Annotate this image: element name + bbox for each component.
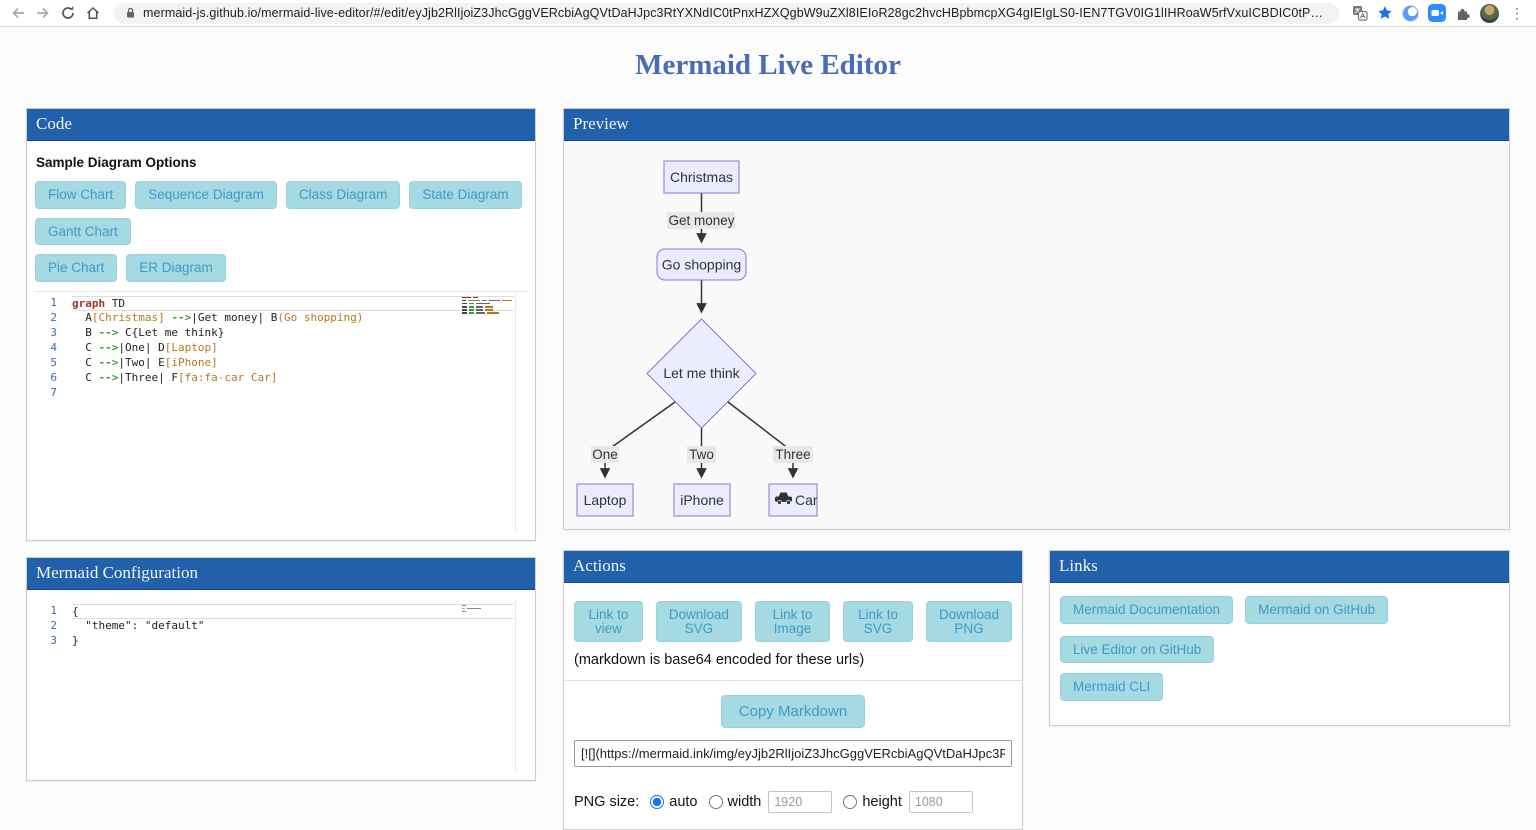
divider xyxy=(564,680,1022,681)
base64-note: (markdown is base64 encoded for these ur… xyxy=(574,652,865,668)
node-go-shopping: Go shopping xyxy=(656,248,747,281)
svg-text:Two: Two xyxy=(689,447,714,462)
svg-text:Car: Car xyxy=(795,492,818,508)
node-let-me-think: Let me think xyxy=(646,318,757,429)
config-line: 2 "theme": "default" xyxy=(50,618,205,632)
mermaid-cli-button[interactable]: Mermaid CLI xyxy=(1060,673,1164,701)
preview-panel: Preview xyxy=(563,108,1510,530)
png-size-label: PNG size: xyxy=(574,794,640,810)
node-christmas: Christmas xyxy=(663,160,740,194)
download-png-button[interactable]: Download PNG xyxy=(925,601,1012,642)
car-icon xyxy=(775,492,792,505)
flow-chart-button[interactable]: Flow Chart xyxy=(35,181,127,209)
png-size-width-label: width xyxy=(727,794,762,810)
config-editor[interactable]: 1{ 2 "theme": "default" 3} xyxy=(35,599,527,772)
pie-chart-button[interactable]: Pie Chart xyxy=(35,254,118,282)
svg-text:Christmas: Christmas xyxy=(670,169,733,185)
markdown-url-input[interactable] xyxy=(574,740,1012,767)
gantt-chart-button[interactable]: Gantt Chart xyxy=(35,217,131,245)
code-line: 3 B --> C{Let me think} xyxy=(50,325,225,339)
svg-text:iPhone: iPhone xyxy=(680,492,724,508)
link-to-svg-button[interactable]: Link to SVG xyxy=(843,601,913,642)
edge-label-two: Two xyxy=(687,446,716,463)
edge-label-one: One xyxy=(591,446,619,463)
node-iphone: iPhone xyxy=(673,483,731,517)
code-panel-header: Code xyxy=(27,109,535,141)
png-size-height-label: height xyxy=(862,794,902,810)
edge-label-get-money: Get money xyxy=(667,212,735,229)
links-panel-header: Links xyxy=(1050,551,1509,583)
png-size-auto-label: auto xyxy=(669,794,698,810)
code-line: 4 C -->|One| D[Laptop] xyxy=(50,340,218,354)
png-width-input[interactable] xyxy=(768,791,833,813)
code-line: 5 C -->|Two| E[iPhone] xyxy=(50,355,218,369)
translate-icon[interactable] xyxy=(1352,5,1368,21)
mermaid-flowchart: Get money One Two Three xyxy=(576,160,818,517)
preview-panel-header: Preview xyxy=(564,109,1509,141)
svg-text:One: One xyxy=(592,447,618,462)
puzzle-icon[interactable] xyxy=(1455,5,1471,21)
mermaid-configuration-panel: Mermaid Configuration 1{ 2 "theme": "def… xyxy=(26,556,536,781)
code-panel: Code Sample Diagram Options Flow Chart S… xyxy=(26,108,536,541)
back-icon[interactable] xyxy=(10,5,26,21)
browser-menu-icon[interactable]: ⋮ xyxy=(1510,5,1524,21)
edge-label-three: Three xyxy=(773,446,813,463)
forward-icon[interactable] xyxy=(35,5,51,21)
preview-canvas: Get money One Two Three xyxy=(564,141,1509,529)
actions-panel-header: Actions xyxy=(564,551,1022,583)
home-icon[interactable] xyxy=(85,5,101,21)
svg-text:Get money: Get money xyxy=(668,213,734,228)
copy-markdown-button[interactable]: Copy Markdown xyxy=(720,695,866,728)
sample-diagram-options-label: Sample Diagram Options xyxy=(36,155,197,170)
svg-text:Laptop: Laptop xyxy=(584,492,627,508)
code-line: 6 C -->|Three| F[fa:fa-car Car] xyxy=(50,370,278,384)
download-svg-button[interactable]: Download SVG xyxy=(655,601,742,642)
actions-panel: Actions Link to view Download SVG Link t… xyxy=(563,550,1023,830)
config-panel-header: Mermaid Configuration xyxy=(27,557,535,590)
png-size-width-radio[interactable] xyxy=(708,795,723,809)
bookmark-star-icon[interactable] xyxy=(1377,5,1393,21)
config-line: 3} xyxy=(50,633,79,647)
reload-icon[interactable] xyxy=(60,5,76,21)
link-to-image-button[interactable]: Link to Image xyxy=(754,601,831,642)
page-title: Mermaid Live Editor xyxy=(635,49,901,81)
mermaid-documentation-button[interactable]: Mermaid Documentation xyxy=(1060,596,1234,624)
link-to-view-button[interactable]: Link to view xyxy=(574,601,643,642)
browser-toolbar: mermaid-js.github.io/mermaid-live-editor… xyxy=(0,0,1536,27)
sequence-diagram-button[interactable]: Sequence Diagram xyxy=(135,181,277,209)
png-size-auto-radio[interactable] xyxy=(650,795,665,809)
node-car: Car xyxy=(768,483,818,517)
state-diagram-button[interactable]: State Diagram xyxy=(409,181,522,209)
svg-text:Let me think: Let me think xyxy=(663,365,740,381)
extension-circle-icon[interactable] xyxy=(1402,4,1419,22)
code-minimap xyxy=(462,296,512,315)
er-diagram-button[interactable]: ER Diagram xyxy=(126,254,226,282)
png-size-height-radio[interactable] xyxy=(843,795,858,809)
live-editor-on-github-button[interactable]: Live Editor on GitHub xyxy=(1060,635,1215,663)
address-bar[interactable]: mermaid-js.github.io/mermaid-live-editor… xyxy=(114,2,1339,24)
mermaid-live-editor-page: Mermaid Live Editor Code Sample Diagram … xyxy=(0,49,1536,830)
profile-avatar[interactable] xyxy=(1480,3,1499,23)
links-panel: Links Mermaid Documentation Mermaid on G… xyxy=(1049,550,1510,726)
class-diagram-button[interactable]: Class Diagram xyxy=(285,181,401,209)
code-line: 2 A[Christmas] -->|Get money| B(Go shopp… xyxy=(50,310,364,324)
lock-icon xyxy=(125,7,136,19)
zoom-app-icon[interactable] xyxy=(1428,4,1446,22)
config-line: 1{ xyxy=(35,603,527,619)
mermaid-on-github-button[interactable]: Mermaid on GitHub xyxy=(1245,596,1389,624)
svg-text:Three: Three xyxy=(775,447,810,462)
code-line: 7 xyxy=(50,385,57,399)
config-minimap xyxy=(462,604,512,613)
png-height-input[interactable] xyxy=(908,791,973,813)
node-laptop: Laptop xyxy=(576,483,634,517)
url-text: mermaid-js.github.io/mermaid-live-editor… xyxy=(143,6,1328,20)
svg-text:Go shopping: Go shopping xyxy=(662,257,741,273)
